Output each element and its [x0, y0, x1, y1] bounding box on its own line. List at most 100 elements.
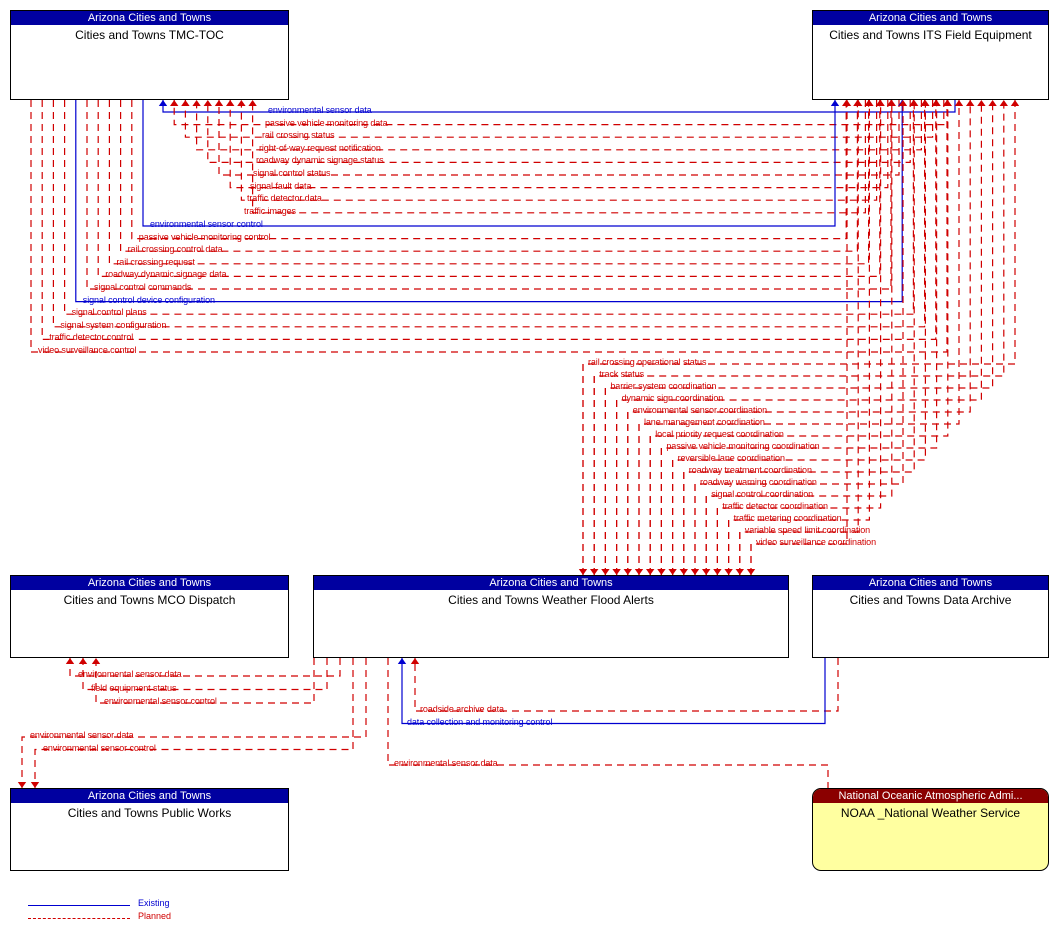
flow-2-tmc-status [184, 100, 934, 138]
flow-label-coord-6: local priority request coordination [655, 429, 784, 439]
legend: Existing Planned [14, 898, 264, 930]
flow-label-tmc-control-4: roadway dynamic signage data [105, 269, 227, 280]
flow-label-tmc-status-5: signal control status [253, 168, 331, 178]
flow-1-coord-down-arrowhead [590, 569, 599, 575]
flow-label-tmc-status-1: passive vehicle monitoring data [265, 117, 388, 128]
flow-label-coord-0: rail crossing operational status [588, 357, 707, 367]
flow-8-tmc-status [252, 100, 867, 214]
flow-6-coord [649, 100, 949, 575]
flow-14-coord-down-arrowhead [735, 569, 744, 575]
flow-14-coord [739, 100, 859, 575]
flow-6-coord-down-arrowhead [646, 569, 655, 575]
flow-7-tmc-status-arrowhead [237, 100, 246, 106]
flow-4-tmc-control [97, 100, 881, 277]
flow-2-tmc-control [119, 100, 859, 252]
flow-11-coord-arrowhead [887, 100, 896, 106]
flow-15-coord-arrowhead [842, 100, 852, 106]
flow-0-tmc-status-arrowhead [158, 100, 168, 106]
flow-14-coord-arrowhead [854, 100, 863, 106]
flow-10-coord-down-arrowhead [690, 569, 700, 575]
element-box-data-archive[interactable]: Arizona Cities and Towns Cities and Town… [812, 575, 1049, 658]
flow-label-tmc-status-0: environmental sensor data [268, 105, 372, 115]
flow-13-coord-down-arrowhead [724, 569, 733, 575]
flow-8-coord-down-arrowhead [668, 569, 677, 575]
box-element-name: Cities and Towns Public Works [67, 806, 232, 820]
flow-7-tmc-control [63, 100, 915, 315]
flow-3-coord-down-arrowhead [612, 569, 621, 575]
flow-15-coord-down-arrowhead [746, 569, 756, 575]
flow-3-tmc-status [196, 100, 923, 151]
flow-8-tmc-control [52, 100, 926, 328]
flow-label-tmc-control-0: environmental sensor control [150, 219, 263, 229]
flow-0-tmc-control-arrowhead [830, 100, 840, 106]
flow-12-coord-down-arrowhead [713, 569, 722, 575]
element-box-tmc-toc[interactable]: Arizona Cities and Towns Cities and Town… [10, 10, 289, 100]
flow-label-noaa-0: environmental sensor data [394, 758, 498, 768]
flow-4-coord [627, 100, 971, 575]
flow-8-tmc-status-arrowhead [248, 100, 257, 106]
flow-label-tmc-control-1: passive vehicle monitoring control [138, 231, 271, 242]
flow-6-tmc-status-arrowhead [226, 100, 235, 106]
flow-label-coord-1: track status [599, 369, 645, 379]
box-element-name: Cities and Towns Weather Flood Alerts [448, 593, 654, 607]
flow-0-coord [582, 100, 1016, 575]
box-element-name: Cities and Towns Data Archive [849, 593, 1012, 607]
flow-1-tmc-status-arrowhead [170, 100, 179, 106]
element-box-its-field-equipment[interactable]: Arizona Cities and Towns Cities and Town… [812, 10, 1049, 100]
flow-12-coord-arrowhead [876, 100, 885, 106]
flow-label-coord-11: signal control coordination [711, 489, 814, 499]
flow-label-coord-14: variable speed limit coordination [744, 525, 871, 535]
flow-label-tmc-control-2: rail crossing control data [127, 244, 223, 255]
flow-0-pw [21, 658, 367, 788]
flow-3-coord-arrowhead [977, 100, 986, 106]
flow-label-tmc-status-3: right-of-way request notification [259, 142, 381, 153]
flow-label-coord-3: dynamic sign coordination [621, 393, 724, 403]
flow-9-coord-down-arrowhead [679, 569, 688, 575]
flow-label-mco-2: environmental sensor control [104, 696, 217, 706]
flow-label-coord-2: barrier system coordination [610, 381, 717, 391]
flow-label-coord-10: roadway warning coordination [700, 477, 817, 487]
legend-label-existing: Existing [138, 898, 170, 908]
flow-0-coord-down-arrowhead [578, 569, 588, 575]
element-box-public-works[interactable]: Arizona Cities and Towns Cities and Town… [10, 788, 289, 871]
flow-label-tmc-control-10: video surveillance control [38, 345, 137, 355]
flow-0-mco-arrowhead [65, 658, 75, 664]
box-element-name: Cities and Towns MCO Dispatch [63, 593, 236, 607]
flow-0-tmc-control [142, 100, 836, 227]
flow-label-tmc-control-6: signal control device configuration [82, 294, 215, 305]
flow-7-coord-down-arrowhead [657, 569, 666, 575]
flow-label-tmc-control-3: rail crossing request [116, 256, 195, 267]
flow-10-coord-arrowhead [898, 100, 908, 106]
box-stakeholder-label: Arizona Cities and Towns [813, 11, 1048, 25]
flow-label-tmc-status-4: roadway dynamic signage status [256, 155, 384, 166]
flow-label-tmc-status-7: traffic detector data [247, 193, 322, 204]
flow-4-coord-arrowhead [966, 100, 975, 106]
flow-4-tmc-status-arrowhead [203, 100, 212, 106]
flow-13-coord-arrowhead [865, 100, 874, 106]
element-box-noaa-national-weather-service[interactable]: National Oceanic Atmospheric Admi... NOA… [812, 788, 1049, 871]
flow-1-tmc-status [173, 100, 945, 126]
flow-8-coord-arrowhead [921, 100, 930, 106]
flow-1-mco-arrowhead [78, 658, 88, 664]
flow-6-tmc-control [75, 100, 903, 303]
flow-label-coord-13: traffic metering coordination [733, 513, 842, 523]
flow-5-tmc-status [218, 100, 900, 176]
box-element-name: Cities and Towns ITS Field Equipment [829, 28, 1032, 42]
flow-label-tmc-control-5: signal control commands [94, 282, 192, 292]
flow-4-tmc-status [207, 100, 911, 163]
flow-6-coord-arrowhead [943, 100, 952, 106]
legend-line-existing [28, 905, 130, 906]
element-box-mco-dispatch[interactable]: Arizona Cities and Towns Cities and Town… [10, 575, 289, 658]
flow-0-arch-arrowhead [410, 658, 420, 664]
flow-label-tmc-control-9: traffic detector control [49, 332, 134, 343]
box-element-name: NOAA _National Weather Service [840, 806, 1021, 820]
flow-0-coord-arrowhead [1010, 100, 1020, 106]
flow-2-mco-arrowhead [91, 658, 101, 664]
box-stakeholder-label: National Oceanic Atmospheric Admi... [813, 789, 1048, 803]
flow-1-mco [82, 658, 328, 691]
flow-label-tmc-status-6: signal fault data [250, 180, 312, 191]
element-box-weather-flood-alerts[interactable]: Arizona Cities and Towns Cities and Town… [313, 575, 789, 658]
flow-label-tmc-control-8: signal system configuration [60, 319, 167, 330]
flow-0-pw-arrowhead [17, 782, 27, 788]
